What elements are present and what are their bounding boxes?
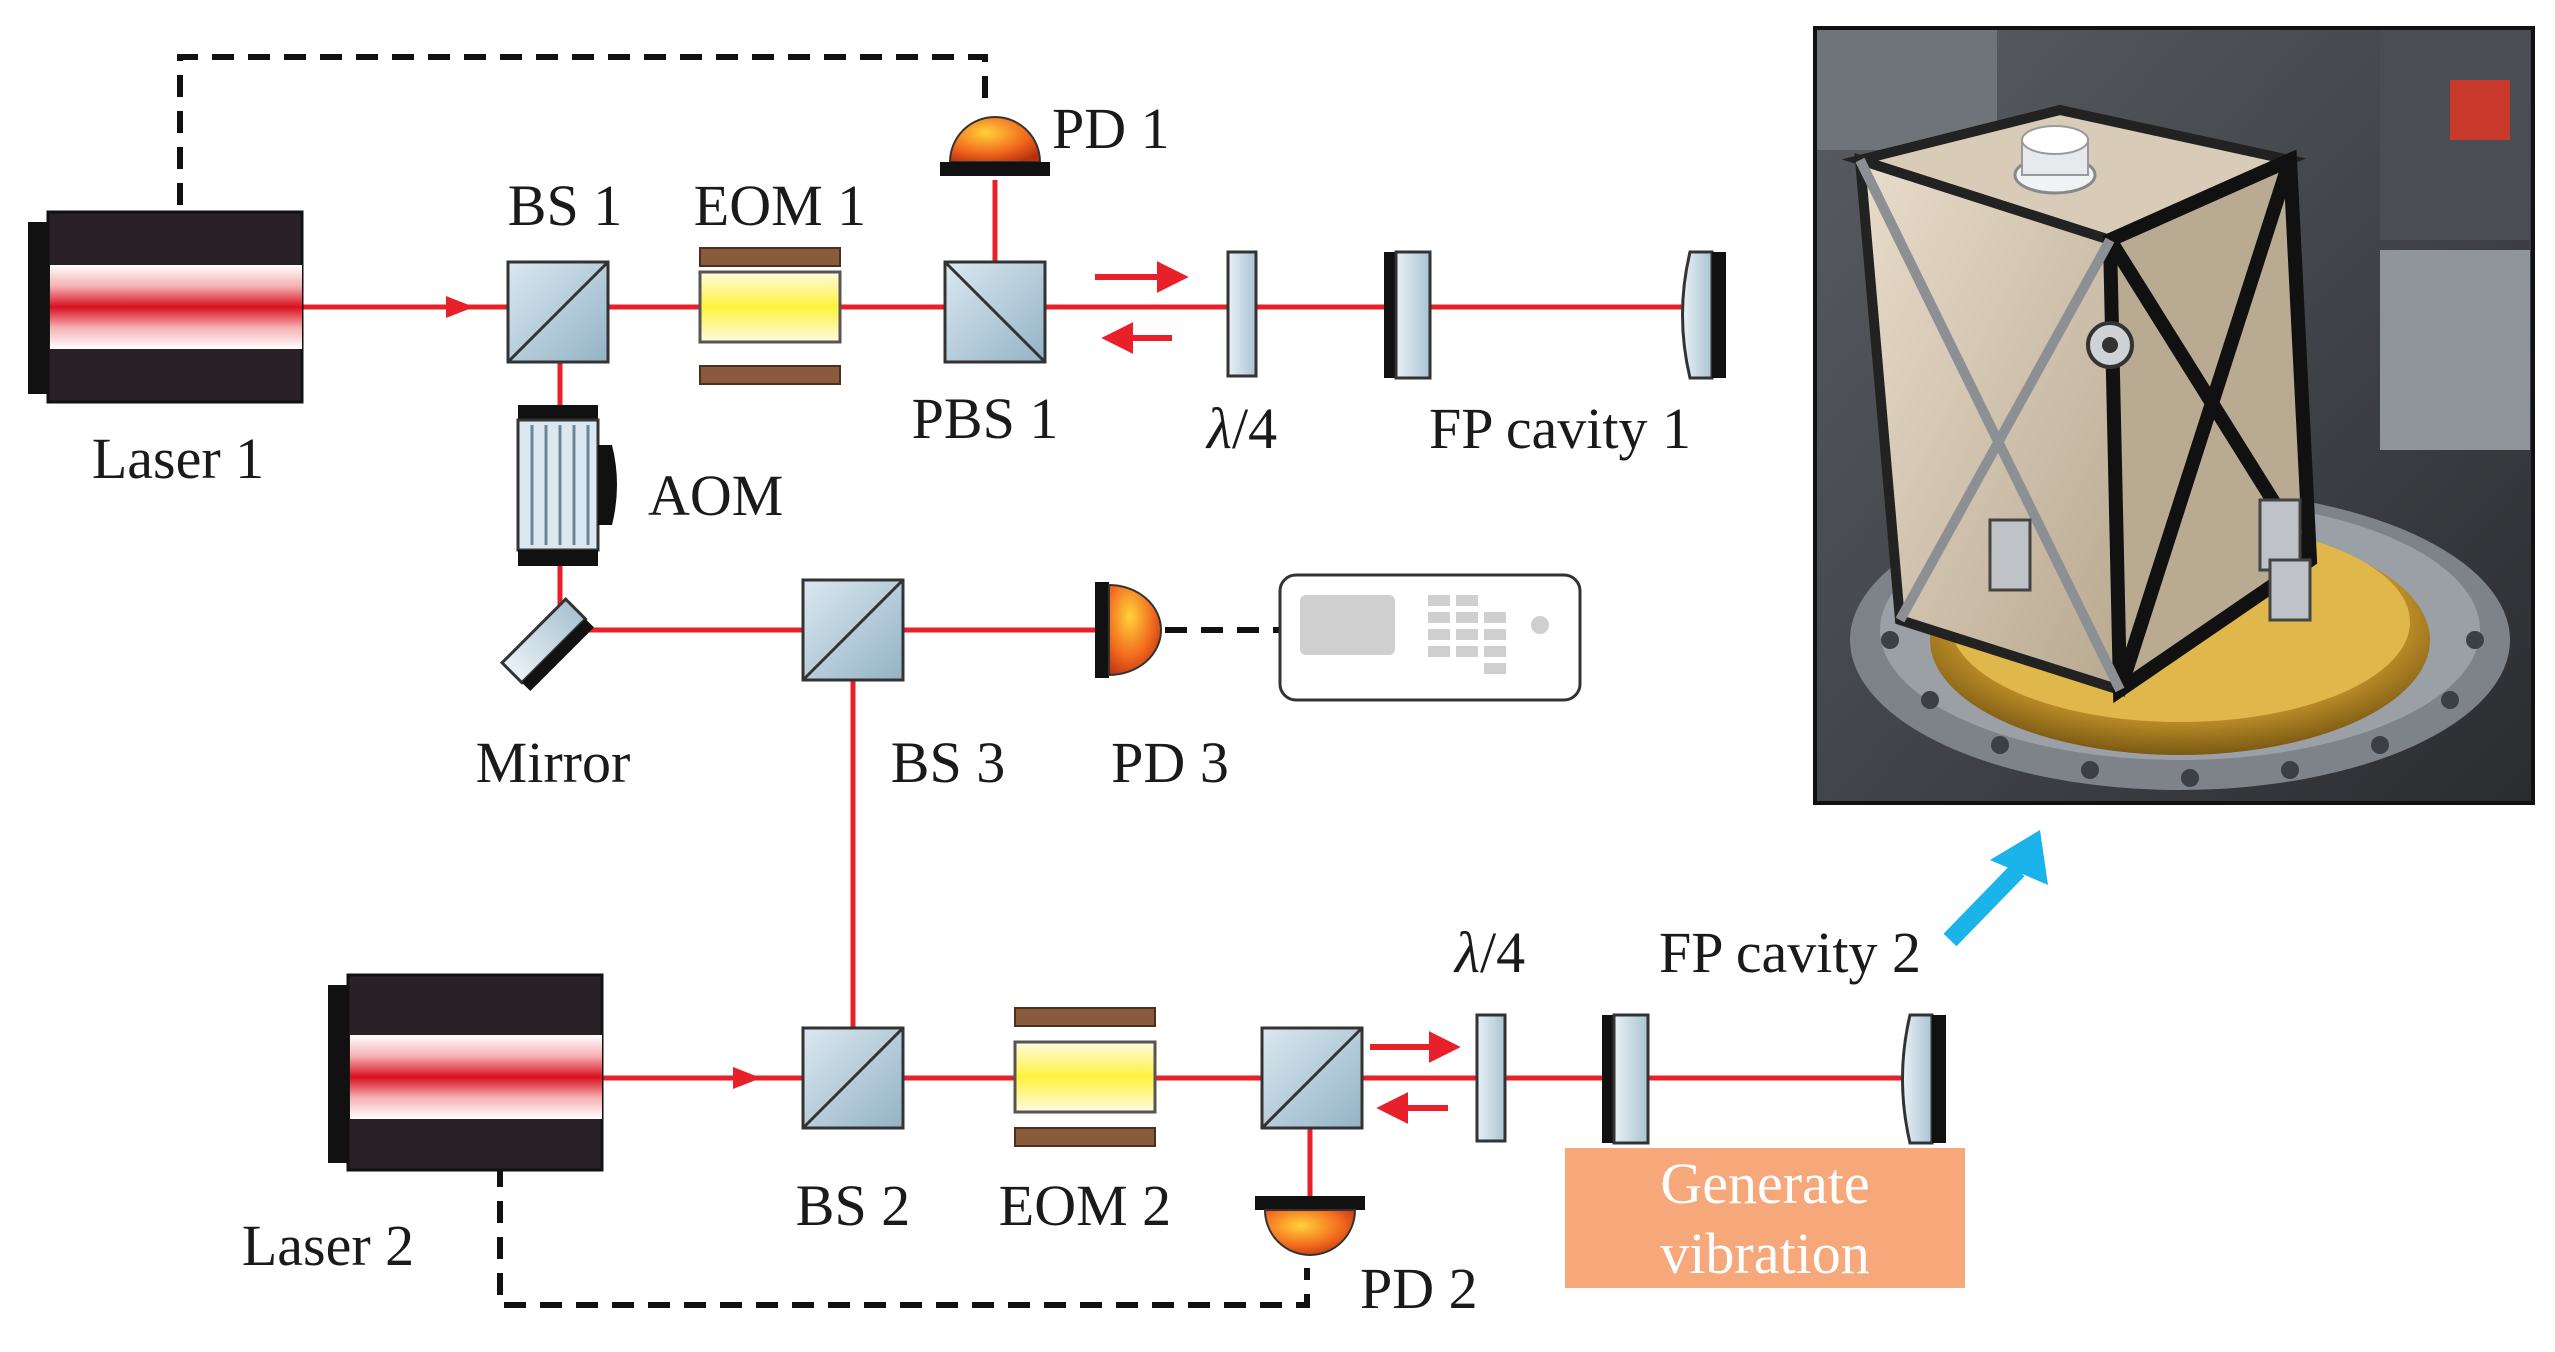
arrow-up-right-icon bbox=[1943, 830, 2048, 947]
cavity-photo bbox=[1813, 26, 2535, 805]
bs-3-label: BS 3 bbox=[891, 730, 1005, 795]
quarter-wave-plate-1 bbox=[1226, 250, 1258, 378]
eom-2-label: EOM 2 bbox=[999, 1173, 1171, 1238]
counterpropagating-arrows-1 bbox=[1095, 261, 1189, 354]
beam-direction-markers bbox=[446, 296, 761, 1089]
laser-2-label: Laser 2 bbox=[242, 1213, 414, 1278]
vibration-source bbox=[1565, 1148, 1965, 1288]
photodetector-2 bbox=[1255, 1196, 1365, 1256]
beam-splitter-1 bbox=[506, 260, 610, 364]
eom-1 bbox=[698, 247, 842, 385]
photodetector-3 bbox=[1095, 582, 1162, 678]
pd-2-label: PD 2 bbox=[1360, 1256, 1478, 1321]
beam-splitter-3 bbox=[801, 578, 905, 682]
laser-1 bbox=[28, 210, 304, 404]
pd-3-label: PD 3 bbox=[1111, 730, 1229, 795]
spectrum-analyzer-icon bbox=[1278, 573, 1582, 702]
beam-splitter-2 bbox=[801, 1026, 905, 1130]
fp-cavity-2 bbox=[1602, 1013, 1946, 1145]
bs-1-label: BS 1 bbox=[508, 173, 622, 238]
counterpropagating-arrows-2 bbox=[1370, 1031, 1461, 1124]
qwp-2-label: λ/4 bbox=[1453, 920, 1525, 985]
laser-1-label: Laser 1 bbox=[92, 426, 264, 491]
bs-2-label: BS 2 bbox=[796, 1173, 910, 1238]
qwp-1-label: λ/4 bbox=[1205, 396, 1277, 461]
polarizing-beam-splitter-2 bbox=[1260, 1026, 1364, 1130]
vibration-label-line-2: vibration bbox=[1660, 1221, 1869, 1286]
mirror-label: Mirror bbox=[476, 730, 631, 795]
eom-2 bbox=[1013, 1007, 1157, 1147]
fp-cavity-1 bbox=[1384, 250, 1726, 380]
quarter-wave-plate-2 bbox=[1475, 1013, 1507, 1143]
eom-1-label: EOM 1 bbox=[694, 173, 866, 238]
vibration-label-line-1: Generate bbox=[1660, 1151, 1869, 1216]
polarizing-beam-splitter-1 bbox=[943, 260, 1047, 364]
laser-2 bbox=[328, 973, 604, 1172]
acousto-optic-modulator bbox=[516, 405, 617, 566]
fp-cavity-1-label: FP cavity 1 bbox=[1429, 396, 1691, 461]
fp-cavity-2-label: FP cavity 2 bbox=[1659, 920, 1921, 985]
feedback-lines bbox=[177, 54, 1310, 1308]
mirror bbox=[499, 597, 594, 692]
aom-label: AOM bbox=[648, 463, 783, 528]
pbs-1-label: PBS 1 bbox=[912, 386, 1059, 451]
photodetector-1 bbox=[940, 116, 1050, 176]
pd-1-label: PD 1 bbox=[1052, 96, 1170, 161]
